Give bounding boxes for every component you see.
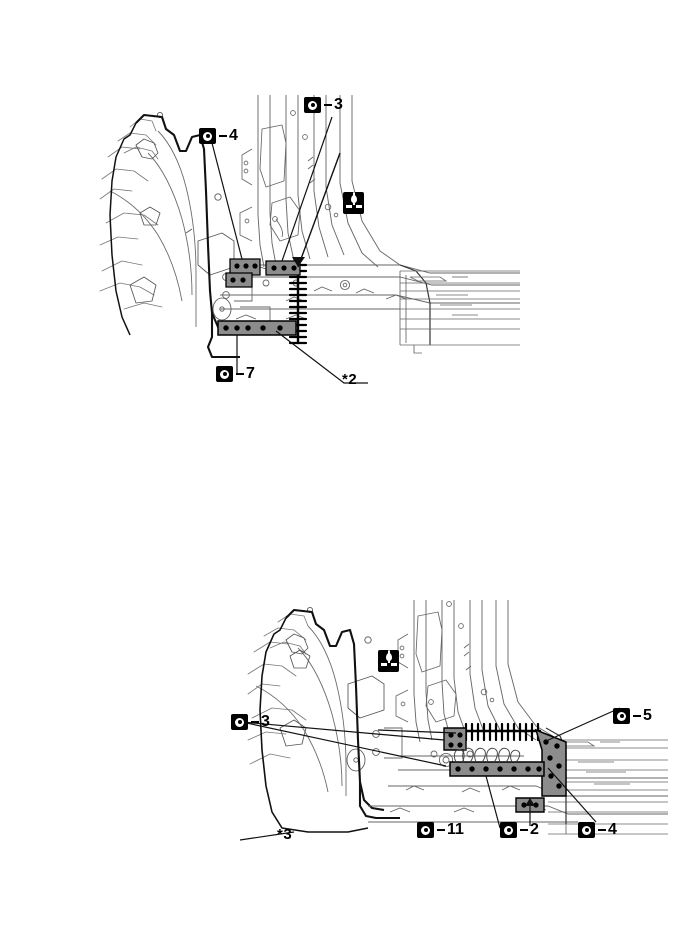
leader-dash: [236, 373, 244, 375]
callout-lower-2: 2: [500, 822, 539, 838]
weld-flange-upper-left: [229, 258, 261, 276]
leader-dash: [633, 715, 641, 717]
leader-dash: [251, 721, 259, 723]
callout-number: 4: [608, 821, 617, 838]
weld-flange-upper-left-2: [225, 272, 253, 288]
sealant-apply-icon: [378, 650, 399, 672]
weld-flange-rocker: [217, 320, 297, 336]
leader-arrowhead: [292, 257, 305, 267]
spot-weld-icon: [578, 822, 595, 838]
leader-dash: [520, 829, 528, 831]
callout-upper-7: 7: [216, 366, 255, 382]
lower-diagram: [239, 600, 668, 850]
callout-number: 3: [261, 713, 270, 730]
callout-upper-4: 4: [199, 128, 238, 144]
sealant-apply-icon: [343, 192, 364, 214]
leader-dash: [324, 104, 332, 106]
weld-flange-upper-mid: [265, 260, 301, 276]
spot-weld-icon: [199, 128, 216, 144]
spot-weld-icon: [500, 822, 517, 838]
callout-number: 5: [643, 707, 652, 724]
callout-number: 7: [246, 365, 255, 382]
clip-springs: [453, 747, 521, 763]
spot-weld-icon: [216, 366, 233, 382]
spot-weld-icon: [613, 708, 630, 724]
upper-diagram: [99, 95, 520, 395]
leader-dash: [219, 135, 227, 137]
callout-lower-5: 5: [613, 708, 652, 724]
leader-lines: [239, 707, 621, 841]
callout-number: 11: [447, 821, 464, 838]
note-lower-3: *3: [277, 826, 293, 843]
callout-number: 3: [334, 96, 343, 113]
callout-lower-3: 3: [231, 714, 270, 730]
seam-weld-bead-vertical: [288, 261, 308, 345]
leader-lines: [211, 116, 368, 384]
note-upper-2: *2: [342, 371, 358, 388]
callout-lower-4: 4: [578, 822, 617, 838]
spot-weld-icon: [417, 822, 434, 838]
spot-weld-icon: [304, 97, 321, 113]
callout-lower-11: 11: [417, 822, 464, 838]
callout-number: 2: [530, 821, 539, 838]
leader-dash: [437, 829, 445, 831]
spot-weld-icon: [231, 714, 248, 730]
weld-flange-lower-strip: [449, 761, 545, 777]
callout-number: 4: [229, 127, 238, 144]
leader-dash: [598, 829, 606, 831]
weld-flange-lower-left: [443, 727, 467, 751]
leader-arrowhead: [525, 798, 535, 806]
callout-upper-3: 3: [304, 97, 343, 113]
